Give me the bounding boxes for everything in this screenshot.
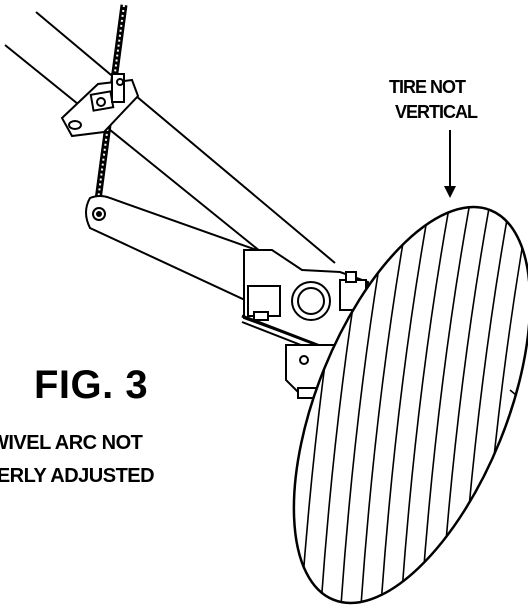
tire	[279, 174, 528, 611]
callout-line-1: TIRE NOT	[389, 77, 466, 97]
figure-subtitle-line-2: PERLY ADJUSTED	[0, 465, 155, 487]
upper-clamp	[60, 73, 140, 138]
callout-line-2: VERTICAL	[395, 102, 478, 122]
swivel-arm	[85, 195, 270, 302]
figure-subtitle-line-1: WIVEL ARC NOT	[0, 432, 143, 454]
figure-title: FIG. 3	[34, 363, 149, 407]
stray-mark	[509, 389, 517, 396]
callout-arrow	[444, 130, 456, 198]
